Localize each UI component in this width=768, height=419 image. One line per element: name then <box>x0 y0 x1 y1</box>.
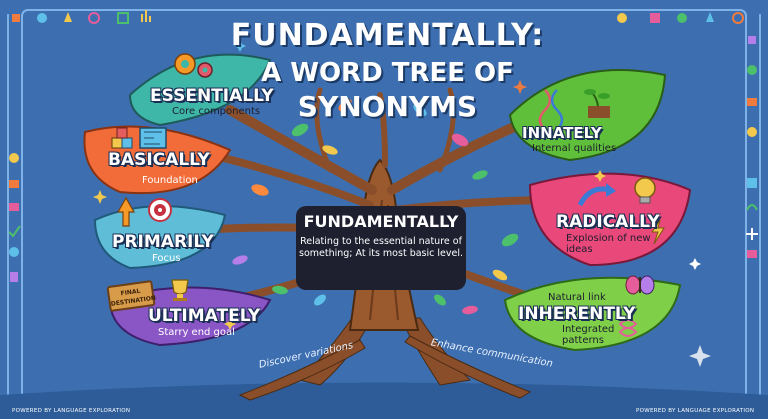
small-leaves <box>232 99 519 315</box>
center-definition-box <box>296 206 466 290</box>
center-word: FUNDAMENTALLY <box>303 212 459 231</box>
tree-roots <box>238 317 532 401</box>
leaf-essentially-word: ESSENTIALLY <box>150 86 274 106</box>
leaf-basically-note: Foundation <box>142 175 198 186</box>
arrow-up-icon <box>116 196 136 227</box>
lightbulb-icon <box>634 177 656 204</box>
sidebar-right-icons <box>746 65 758 258</box>
knot-icon <box>618 319 638 337</box>
footer-right: POWERED BY LANGUAGE EXPLORATION <box>636 408 755 414</box>
target-icon <box>148 198 172 222</box>
blocks-icon <box>111 127 133 149</box>
leaf-innately-word: INNATELY <box>522 124 602 142</box>
curved-arrow-icon <box>577 183 616 207</box>
title-line-1: FUNDAMENTALLY: <box>230 18 545 53</box>
top-left-icons <box>12 10 151 24</box>
center-definition: Relating to the essential nature of some… <box>299 236 463 259</box>
leaf-inherently-word: INHERENTLY <box>518 304 636 324</box>
leaf-inherently-extra: Natural link <box>548 292 606 303</box>
leaf-ultimately-note: Starry end goal <box>158 327 235 338</box>
butterfly-icon <box>625 275 655 295</box>
gear-icon <box>174 53 213 78</box>
leaf-ultimately-word: ULTIMATELY <box>148 306 261 326</box>
leaf-radically-note: Explosion of new ideas <box>566 233 651 255</box>
footer-left: POWERED BY LANGUAGE EXPLORATION <box>12 408 131 414</box>
leaf-essentially-note: Core components <box>172 106 261 117</box>
sparkles <box>93 40 711 367</box>
title-line-3: SYNONYMS <box>297 90 478 123</box>
sprout-icon <box>584 89 610 118</box>
leaf-primarily-note: Focus <box>152 253 181 264</box>
sidebar-left-icons <box>8 153 21 282</box>
dna-icon <box>538 89 564 131</box>
leaf-basically-word: BASICALLY <box>108 150 210 170</box>
leaf-primarily-word: PRIMARILY <box>112 232 214 252</box>
blueprint-icon <box>139 127 167 149</box>
title-line-2: A WORD TREE OF <box>261 58 514 88</box>
top-right-icons <box>617 12 756 44</box>
leaf-inherently-note: Integrated patterns <box>562 324 615 346</box>
lightning-icon <box>651 219 665 245</box>
leaf-radically-word: RADICALLY <box>556 212 660 232</box>
trophy-icon <box>171 279 189 301</box>
leaf-innately-note: Internal qualities <box>532 143 617 154</box>
